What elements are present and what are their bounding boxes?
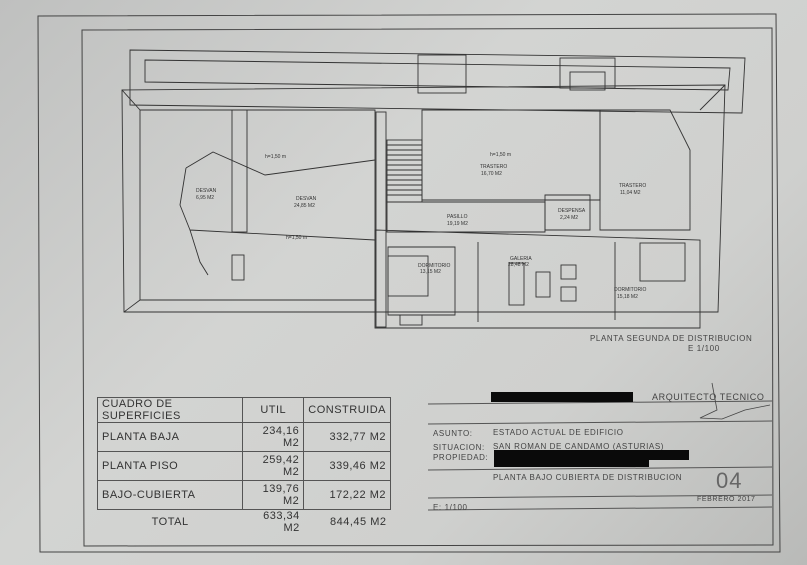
header-cell: CUADRO DE SUPERFICIES [96,397,244,423]
room-area: 28,48 M2 [508,262,529,268]
room-name: DESVAN [296,196,317,202]
construida-value: 332,77 M2 [303,422,391,452]
surface-table: CUADRO DE SUPERFICIES UTIL CONSTRUIDA PL… [96,397,391,534]
room-area: 2,24 M2 [560,215,578,221]
sheet-title: PLANTA BAJO CUBIERTA DE DISTRIBUCION [493,473,683,482]
situacion-value: SAN ROMAN DE CANDAMO (ASTURIAS) [493,442,665,451]
room-area: 11,04 M2 [620,190,641,196]
construida-value: 172,22 M2 [303,480,391,510]
room-area: 16,70 M2 [481,171,502,177]
room-name: DORMITORIO [614,287,647,293]
title-block-lines [427,400,773,511]
util-value: 139,76 M2 [242,480,305,510]
header-cell: UTIL [242,397,305,423]
sheet-number: 04 [716,468,743,493]
height-label: h=1,50 m [286,235,307,241]
total-row: TOTAL 633,34 M2 844,45 M2 [98,510,391,534]
table-row: PLANTA PISO 259,42 M2 339,46 M2 [96,451,391,481]
signature [699,382,771,420]
total-util: 633,34 M2 [263,510,300,534]
date: FEBRERO 2017 [697,496,756,503]
asunto-label: ASUNTO: [433,429,473,438]
asunto-value: ESTADO ACTUAL DE EDIFICIO [493,428,624,437]
table-row: BAJO-CUBIERTA 139,76 M2 172,22 M2 [96,480,391,510]
plan-scale: E 1/100 [688,344,720,353]
drawing-scale: E: 1/100 [433,503,468,512]
room-area: 13,15 M2 [420,269,441,275]
room-name: DESVAN [196,188,217,194]
room-name: GALERIA [510,256,532,262]
row-label: PLANTA PISO [96,451,244,481]
room-name: TRASTERO [619,183,646,189]
row-label: PLANTA BAJA [96,422,244,452]
room-area: 6,95 M2 [196,195,214,201]
outer-border [37,13,781,553]
construida-value: 339,46 M2 [303,451,391,481]
room-area: 19,19 M2 [447,221,468,227]
redaction [491,392,633,402]
total-construida: 844,45 M2 [330,516,387,528]
plan-title: PLANTA SEGUNDA DE DISTRIBUCION [590,334,753,343]
height-label: h=1,50 m [265,154,286,160]
redaction [494,450,689,460]
header-cell: CONSTRUIDA [303,397,391,423]
util-value: 259,42 M2 [242,451,305,481]
room-name: TRASTERO [480,164,507,170]
room-area: 15,18 M2 [617,294,638,300]
floor-plan [121,49,746,329]
room-name: DESPENSA [558,208,586,214]
inner-border [81,27,774,547]
room-area: 24,85 M2 [294,203,315,209]
table-header: CUADRO DE SUPERFICIES UTIL CONSTRUIDA [96,397,391,423]
redaction [494,459,649,467]
room-name: PASILLO [447,214,468,220]
row-label: BAJO-CUBIERTA [96,480,244,510]
room-labels: DESVAN 6,95 M2 DESVAN 24,85 M2 TRASTERO … [196,152,647,300]
role-label: ARQUITECTO TECNICO [652,392,765,402]
util-value: 234,16 M2 [242,422,305,452]
situacion-label: SITUACION: [433,443,485,452]
total-label: TOTAL [151,516,189,528]
propiedad-label: PROPIEDAD: [433,453,489,462]
height-label: h=1,50 m [490,152,511,158]
room-name: DORMITORIO [418,263,451,269]
table-row: PLANTA BAJA 234,16 M2 332,77 M2 [96,422,391,452]
